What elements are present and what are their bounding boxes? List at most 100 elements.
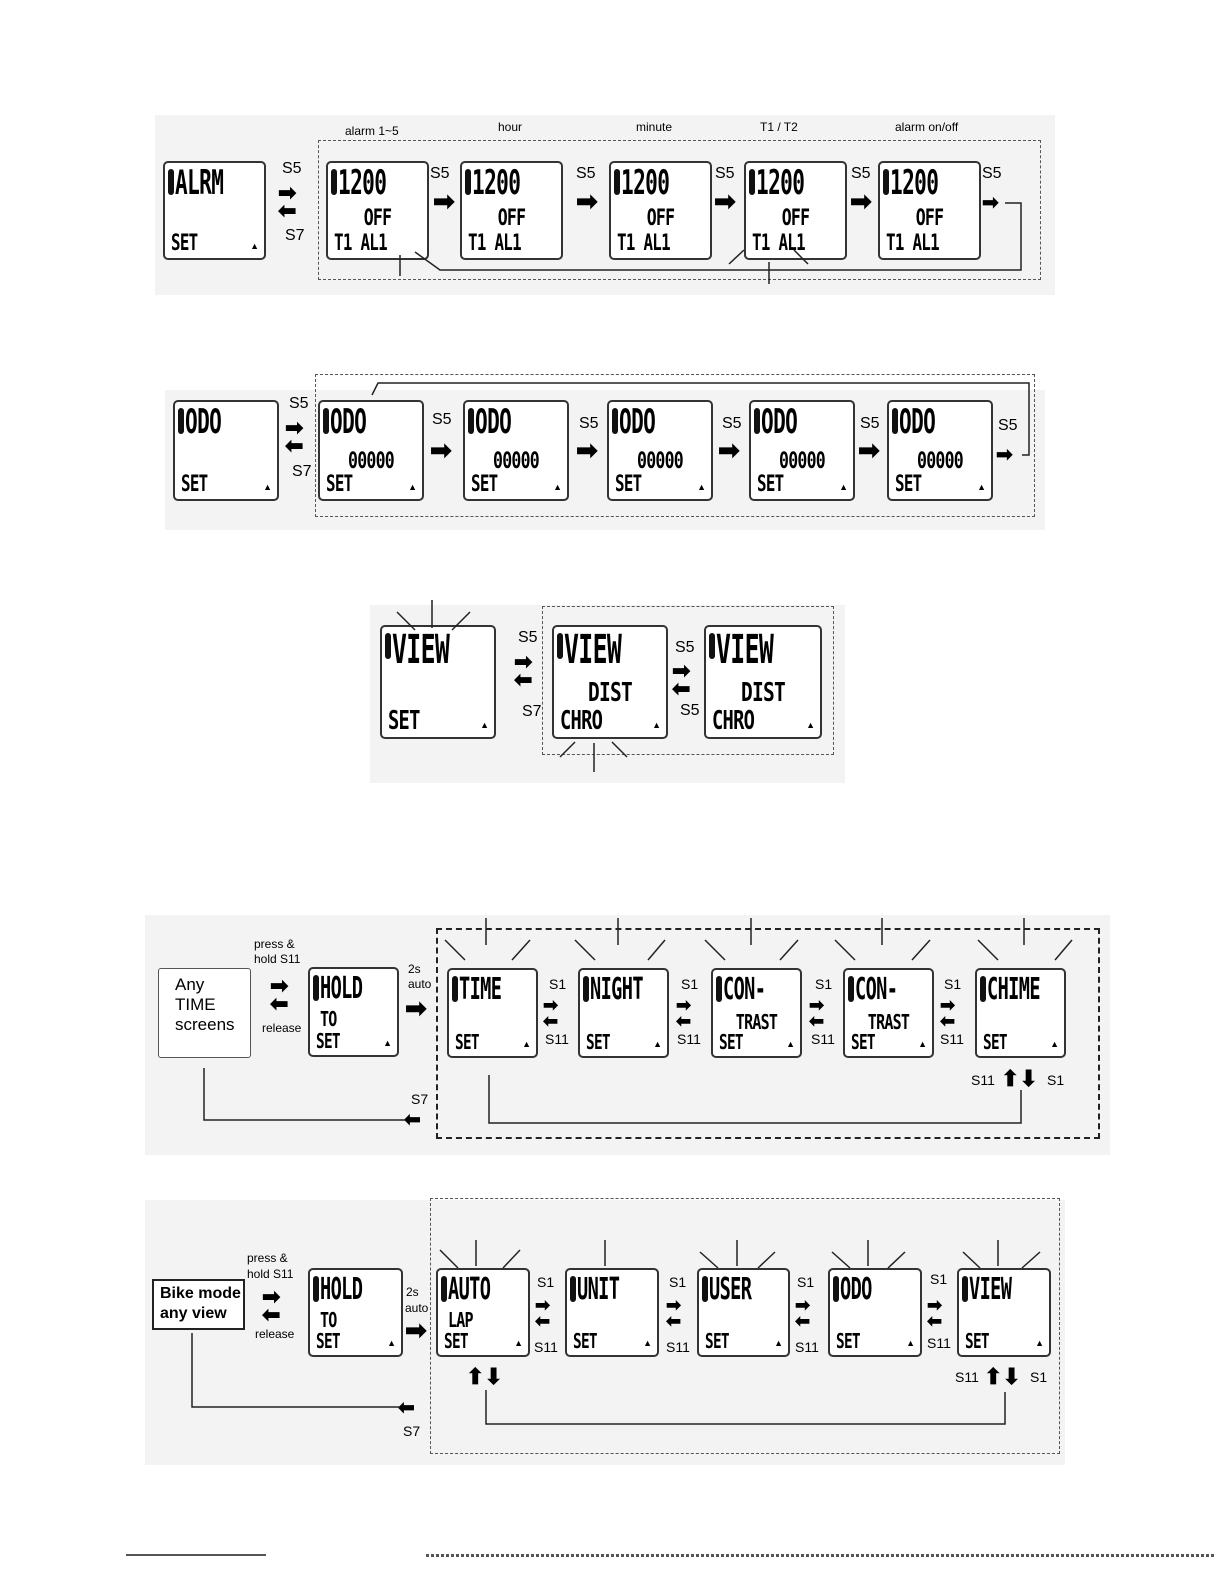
- lcd-line1: HOLD: [320, 1272, 363, 1307]
- lcd-odo: ODO SET ▲: [828, 1268, 922, 1357]
- back-arrow-icon: ⬅: [404, 1109, 421, 1131]
- lcd-line3: CHRO: [560, 706, 603, 736]
- lcd-line3: SET: [851, 1030, 876, 1054]
- lcd-line2: 00000: [779, 449, 826, 474]
- lcd-line1: ODO: [475, 402, 512, 442]
- lcd-line3: T1 AL1: [468, 231, 522, 256]
- btn-label-s1: S1: [797, 1274, 815, 1290]
- lcd-line3: SET: [326, 472, 353, 497]
- bell-icon: ▲: [522, 1039, 531, 1049]
- lcd-line3: SET: [895, 472, 922, 497]
- lcd-line3: T1 AL1: [617, 231, 671, 256]
- step-label-onoff: alarm on/off: [895, 120, 959, 134]
- lcd-indicator: [331, 169, 337, 195]
- any-time-line3: screens: [175, 1015, 235, 1034]
- lcd-indicator: [452, 976, 458, 1002]
- lcd-alarm-3: 1200 OFF T1 AL1: [609, 161, 712, 260]
- lcd-line1: VIEW: [969, 1272, 1012, 1307]
- lcd-line1: NIGHT: [590, 972, 644, 1007]
- lcd-line1: VIEW: [564, 627, 622, 673]
- lcd-line2: OFF: [781, 206, 810, 231]
- lcd-line3: SET: [181, 472, 208, 497]
- footer-rule-left: [126, 1554, 266, 1556]
- lcd-line3: SET: [573, 1329, 598, 1353]
- step-label-minute: minute: [636, 120, 673, 134]
- lcd-indicator: [441, 1276, 447, 1302]
- lcd-line2: TRAST: [735, 1010, 778, 1034]
- next-prev-arrows: ➡⬅: [809, 995, 825, 1031]
- next-prev-arrows: ➡⬅: [795, 1295, 811, 1331]
- any-time-screens-box: Any TIME screens: [158, 968, 251, 1058]
- lcd-line3: SET: [965, 1329, 990, 1353]
- forward-arrow-icon: ➡: [858, 435, 880, 465]
- lcd-line3: T1 AL1: [752, 231, 806, 256]
- btn-label-s5: S5: [432, 411, 452, 428]
- lcd-alarm-1: 1200 OFF T1 AL1: [326, 161, 429, 260]
- btn-label-s1: S1: [537, 1274, 555, 1290]
- btn-label-s1: S1: [669, 1274, 687, 1290]
- next-prev-arrows: ➡⬅: [535, 1295, 551, 1331]
- lcd-alrm: ALRM SET ▲: [163, 161, 266, 260]
- lcd-indicator: [583, 976, 589, 1002]
- forward-arrow-icon: ➡: [576, 435, 598, 465]
- btn-label-s5: S5: [715, 165, 735, 182]
- btn-label-s7: S7: [522, 703, 542, 720]
- lcd-indicator: [980, 976, 986, 1002]
- lcd-line1: ODO: [899, 402, 936, 442]
- lcd-line2: 00000: [637, 449, 684, 474]
- lcd-line3: CHRO: [712, 706, 755, 736]
- lcd-night: NIGHT SET ▲: [578, 968, 669, 1058]
- lcd-line1: ODO: [330, 402, 367, 442]
- lcd-line1: 1200: [472, 163, 521, 203]
- lcd-view-1: VIEW DIST CHRO ▲: [552, 625, 668, 739]
- btn-label-s1: S1: [681, 976, 699, 992]
- btn-label-s5: S5: [998, 417, 1018, 434]
- lcd-line1: 1200: [621, 163, 670, 203]
- lcd-indicator: [833, 1276, 839, 1302]
- btn-label-s5: S5: [722, 415, 742, 432]
- btn-label-s11: S11: [811, 1031, 835, 1047]
- lcd-indicator: [892, 408, 898, 434]
- btn-label-s5: S5: [675, 639, 695, 656]
- lcd-line3: SET: [983, 1030, 1008, 1054]
- lcd-line1: ODO: [840, 1272, 872, 1307]
- btn-label-s11: S11: [795, 1339, 819, 1355]
- any-time-line1: Any: [175, 975, 205, 994]
- bell-icon: ▲: [697, 482, 706, 492]
- bell-icon: ▲: [906, 1338, 915, 1348]
- lcd-indicator: [702, 1276, 708, 1302]
- lcd-indicator: [468, 408, 474, 434]
- up-down-arrows-icon: ⬆⬇: [466, 1364, 503, 1389]
- lcd-line3: SET: [316, 1329, 341, 1353]
- release-label: release: [255, 1327, 295, 1341]
- forward-back-arrows: ➡⬅: [285, 415, 304, 458]
- lcd-line1: VIEW: [392, 627, 450, 673]
- lcd-line2: TO: [320, 1007, 337, 1031]
- forward-arrow-icon: ➡: [405, 1315, 427, 1345]
- lcd-indicator: [883, 169, 889, 195]
- lcd-indicator: [557, 633, 563, 659]
- btn-label-s7: S7: [411, 1091, 429, 1107]
- lcd-line2: OFF: [915, 206, 944, 231]
- lcd-odo-entry: ODO SET ▲: [173, 400, 279, 501]
- btn-label-s11: S11: [545, 1031, 569, 1047]
- btn-label-s1: S1: [815, 976, 833, 992]
- next-prev-arrows: ➡⬅: [940, 995, 956, 1031]
- btn-label-s11: S11: [955, 1369, 979, 1385]
- forward-arrow-icon: ➡: [576, 186, 598, 216]
- bike-mode-line1: Bike mode: [160, 1285, 241, 1302]
- lcd-line3: SET: [836, 1329, 861, 1353]
- lcd-line1: ALRM: [175, 163, 224, 203]
- forward-back-arrows: ➡⬅: [270, 973, 289, 1016]
- lcd-line1: VIEW: [716, 627, 774, 673]
- lcd-contrast-2: CON- TRAST SET ▲: [843, 968, 934, 1058]
- lcd-line3: T1 AL1: [886, 231, 940, 256]
- lcd-line2: OFF: [363, 206, 392, 231]
- lcd-line1: ODO: [761, 402, 798, 442]
- lcd-line1: 1200: [756, 163, 805, 203]
- lcd-line1: CON-: [855, 972, 898, 1007]
- alarm-settings-frame: [318, 140, 1041, 280]
- btn-label-s7: S7: [285, 227, 305, 244]
- btn-label-s11: S11: [677, 1031, 701, 1047]
- bell-icon: ▲: [774, 1338, 783, 1348]
